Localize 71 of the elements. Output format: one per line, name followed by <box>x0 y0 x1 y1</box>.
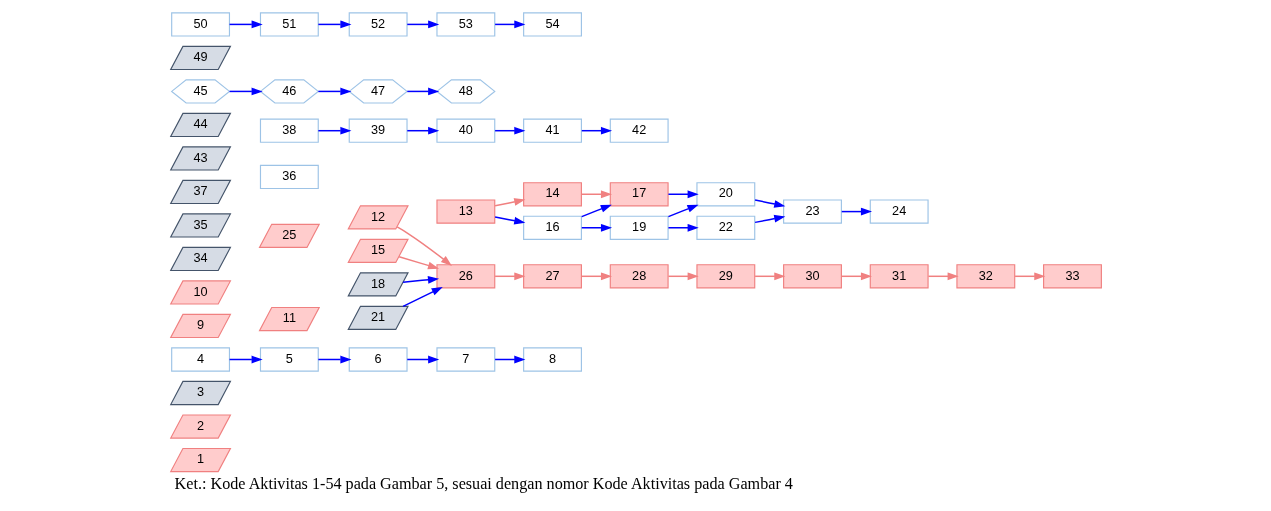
arrow <box>406 126 439 135</box>
node-box: 8 <box>522 347 582 372</box>
node-box: 33 <box>1042 264 1102 289</box>
arrow <box>927 272 959 281</box>
node-box: 7 <box>435 347 495 372</box>
node-box: 30 <box>782 264 842 289</box>
arrow <box>228 20 263 29</box>
node-box: 50 <box>170 12 230 37</box>
arrow <box>317 355 351 364</box>
arrow <box>667 204 699 218</box>
node-box: 17 <box>609 182 669 207</box>
arrow <box>580 272 612 281</box>
node-box: 26 <box>435 264 495 289</box>
arrow <box>667 223 699 232</box>
node-box: 54 <box>522 12 582 37</box>
node-box: 41 <box>522 118 582 143</box>
arrow <box>401 286 443 308</box>
node-box: 36 <box>259 164 319 190</box>
node-box: 32 <box>955 264 1015 289</box>
node-box: 38 <box>259 118 319 143</box>
arrow <box>493 198 525 207</box>
arrow <box>317 126 351 135</box>
arrow <box>493 126 525 135</box>
arrow <box>840 272 872 281</box>
arrow <box>397 256 439 270</box>
arrow <box>406 20 439 29</box>
node-box: 28 <box>609 264 669 289</box>
node-box: 53 <box>435 12 495 37</box>
node-box: 20 <box>695 182 755 207</box>
arrow <box>493 272 525 281</box>
node-box: 6 <box>348 347 408 372</box>
arrow <box>580 204 612 218</box>
node-box: 22 <box>695 215 755 240</box>
node-box: 40 <box>435 118 495 143</box>
node-box: 24 <box>869 199 929 224</box>
node-box: 14 <box>522 182 582 207</box>
node-box: 39 <box>348 118 408 143</box>
node-box: 29 <box>695 264 755 289</box>
arrow <box>493 20 525 29</box>
arrow <box>753 199 785 208</box>
node-box: 52 <box>348 12 408 37</box>
node-box: 4 <box>170 347 230 372</box>
arrow <box>406 355 439 364</box>
arrow <box>753 214 785 224</box>
caption: Ket.: Kode Aktivitas 1-54 pada Gambar 5, sesuai dengan nomor Kode Aktivitas pada Gambar 4 <box>174 475 793 493</box>
node-box: 23 <box>782 199 842 224</box>
node-box: 27 <box>522 264 582 289</box>
node-box: 19 <box>609 215 669 240</box>
arrow <box>401 275 439 284</box>
arrow <box>406 87 439 96</box>
node-box: 42 <box>609 118 669 143</box>
arrow <box>493 216 525 225</box>
arrow <box>317 87 351 96</box>
node-box: 13 <box>435 199 495 224</box>
arrow <box>840 207 872 216</box>
arrow <box>395 226 452 266</box>
arrow <box>580 190 612 199</box>
node-box: 51 <box>259 12 319 37</box>
node-box: 5 <box>259 347 319 372</box>
arrow <box>667 190 699 199</box>
arrow <box>667 272 699 281</box>
node-box: 16 <box>522 215 582 240</box>
arrow <box>228 355 263 364</box>
arrow <box>228 87 263 96</box>
arrow <box>580 223 612 232</box>
arrow <box>580 126 612 135</box>
arrow <box>1013 272 1045 281</box>
arrow <box>317 20 351 29</box>
arrow <box>493 355 525 364</box>
arrow <box>753 272 785 281</box>
node-box: 31 <box>869 264 929 289</box>
